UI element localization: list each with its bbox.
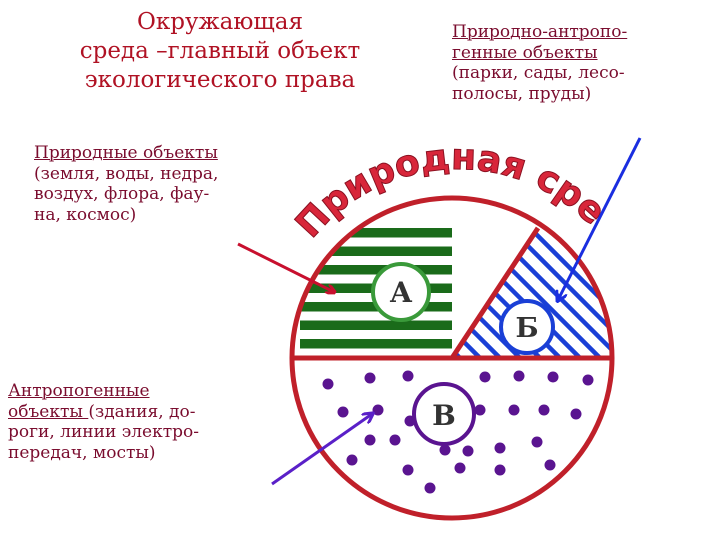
purple-dot	[454, 462, 466, 474]
arrow-anthropogenic-objects	[271, 414, 372, 486]
natural-anthropogenic-heading-2: генные объекты	[452, 42, 598, 63]
blue-hatch-line	[692, 230, 720, 358]
anthropogenic-heading-1: Антропогенные	[8, 381, 150, 401]
purple-dot	[474, 404, 486, 416]
green-stripe	[300, 246, 452, 256]
anthropogenic-details-3: передач, мосты)	[8, 443, 156, 464]
purple-dot	[424, 482, 436, 494]
purple-dot	[462, 445, 474, 457]
natural-anthropogenic-objects-text: Природно-антропо- генные объекты (парки,…	[452, 22, 712, 105]
purple-dot	[402, 370, 414, 382]
purple-dot	[439, 444, 451, 456]
purple-dot	[389, 434, 401, 446]
region-v-label: В	[412, 382, 476, 446]
purple-dot	[494, 442, 506, 454]
anthropogenic-details-2: роги, линии электро-	[8, 422, 199, 443]
natural-objects-text: Природные объекты (земля, воды, недра, в…	[34, 143, 296, 226]
green-stripe	[300, 320, 452, 330]
blue-hatch-line	[452, 230, 502, 358]
anthropogenic-heading-2: объекты	[8, 401, 89, 422]
blue-hatch-line	[632, 230, 720, 358]
blue-hatch-line	[672, 230, 720, 358]
purple-dot	[547, 371, 559, 383]
region-a-label: А	[371, 262, 431, 322]
title-line-2: среда –главный объект	[79, 37, 361, 64]
anthropogenic-objects-text: Антропогенные объекты (здания, до- роги,…	[8, 381, 278, 464]
natural-objects-heading: Природные объекты	[34, 143, 218, 163]
purple-dot	[364, 434, 376, 446]
blue-hatch-line	[610, 230, 612, 358]
region-b-label: Б	[499, 299, 555, 355]
natural-anthropogenic-heading-1: Природно-антропо-	[452, 22, 628, 42]
purple-dot	[508, 404, 520, 416]
arrow-natural-anthropogenic-objects	[558, 137, 642, 300]
purple-dot	[346, 454, 358, 466]
blue-hatch-line	[652, 230, 720, 358]
natural-objects-details-3: на, космос)	[34, 205, 137, 226]
natural-anthropogenic-details-1: (парки, сады, лесо-	[452, 63, 625, 84]
svg-text:А: А	[390, 276, 413, 309]
purple-dot	[479, 371, 491, 383]
natural-objects-details-2: воздух, флора, фау-	[34, 184, 210, 205]
purple-dot	[570, 408, 582, 420]
purple-dot	[544, 459, 556, 471]
green-stripe	[300, 339, 452, 349]
purple-dot	[364, 372, 376, 384]
purple-dot	[402, 464, 414, 476]
blue-hatch-line	[510, 230, 612, 358]
purple-dot	[582, 374, 594, 386]
svg-text:Б: Б	[515, 313, 538, 344]
purple-dot	[372, 404, 384, 416]
natural-objects-details-1: (земля, воды, недра,	[34, 163, 219, 184]
arc-label-natural-environment: Природная среда	[0, 0, 613, 246]
page-title: Окружающая среда –главный объект экологи…	[20, 8, 420, 94]
diagonal-divider	[449, 226, 541, 360]
purple-dot	[337, 406, 349, 418]
purple-dot	[322, 378, 334, 390]
arrow-natural-objects	[237, 242, 334, 292]
title-line-1: Окружающая	[137, 9, 303, 35]
purple-dot	[513, 370, 525, 382]
purple-dot	[531, 436, 543, 448]
green-stripe	[300, 228, 452, 238]
anthropogenic-details-1: (здания, до-	[88, 401, 196, 422]
purple-dot	[538, 404, 550, 416]
purple-dot	[494, 464, 506, 476]
svg-text:В: В	[432, 399, 456, 432]
natural-anthropogenic-details-2: полосы, пруды)	[452, 84, 592, 105]
green-stripe	[300, 265, 452, 275]
title-line-3: экологического права	[84, 66, 356, 93]
region-v-dots	[322, 370, 594, 494]
